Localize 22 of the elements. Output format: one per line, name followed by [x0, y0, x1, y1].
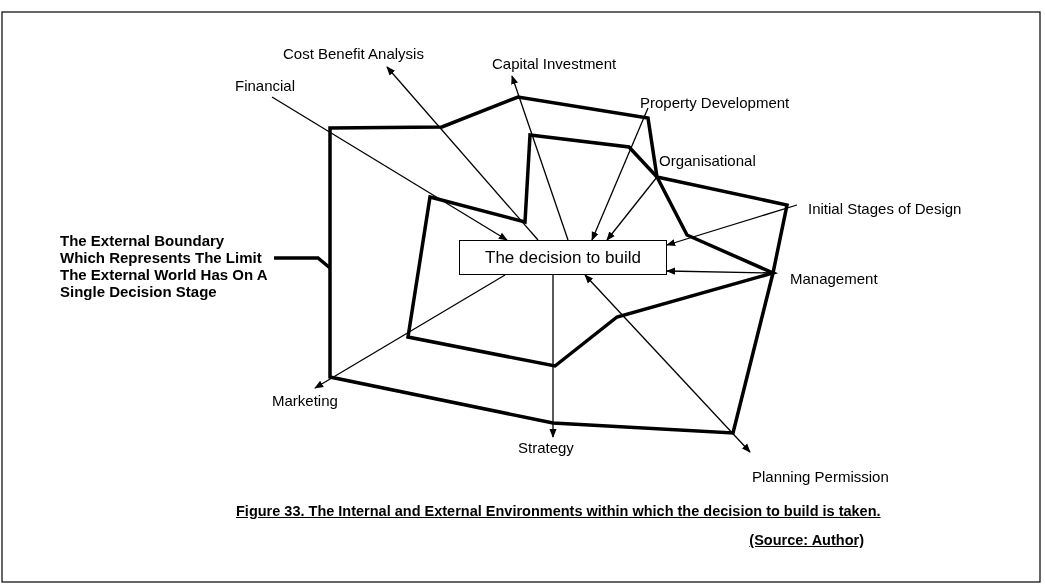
- decision-box: The decision to build: [459, 240, 667, 275]
- arrow: [386, 66, 539, 241]
- arrow: [271, 96, 508, 241]
- factor-label: Capital Investment: [492, 54, 617, 72]
- factor-label: Strategy: [518, 438, 574, 456]
- factor-label: Marketing: [272, 391, 338, 409]
- factor-label: Organisational: [659, 151, 756, 169]
- factor-label: Financial: [235, 76, 296, 94]
- arrow: [549, 274, 557, 438]
- arrow: [606, 176, 658, 241]
- boundary-note: The External Boundary Which Represents The Limit The External World Has On A Single Decision Stage: [60, 232, 270, 300]
- leader-line: [274, 256, 332, 270]
- factor-label: Cost Benefit Analysis: [283, 44, 424, 62]
- arrow: [511, 75, 569, 241]
- factor-label: Initial Stages of Design: [808, 199, 962, 217]
- factor-label: Planning Permission: [752, 467, 889, 485]
- figure-caption: Figure 33. The Internal and External Environments within which the decision to build is taken.: [236, 503, 881, 519]
- arrow: [584, 274, 751, 453]
- factor-label: Property Development: [640, 93, 790, 111]
- arrow: [314, 274, 506, 389]
- factor-label: Management: [790, 269, 878, 287]
- source-note: (Source: Author): [749, 532, 864, 548]
